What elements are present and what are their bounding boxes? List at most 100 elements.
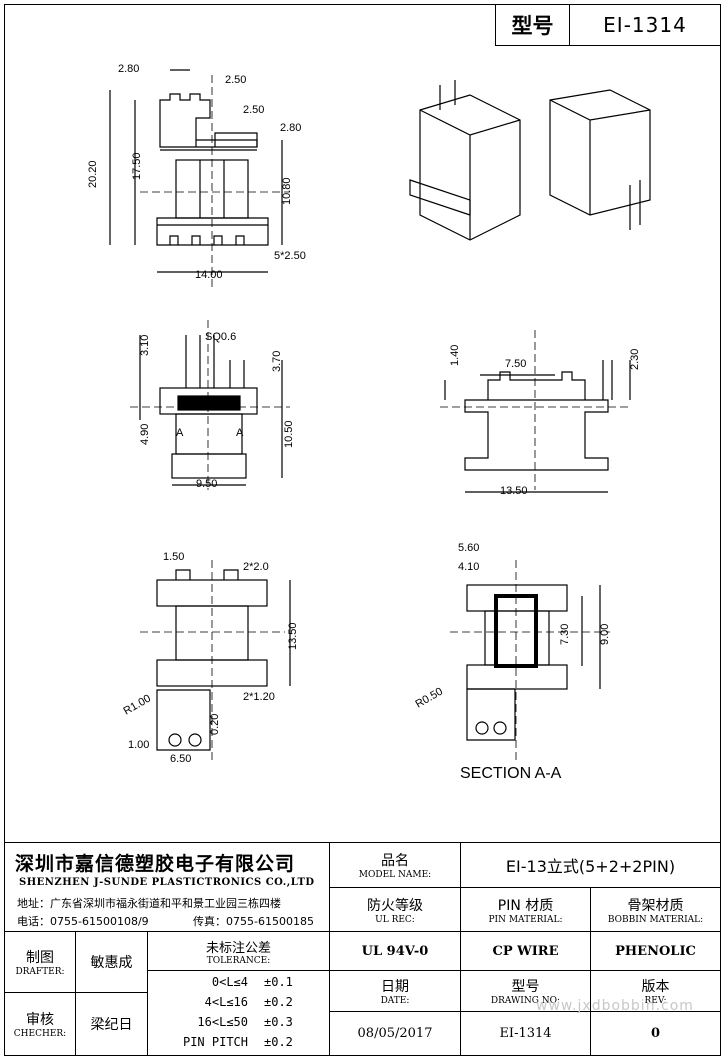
ul-value: UL 94V-0 [361, 943, 429, 959]
tolerance-label-cn: 未标注公差 [205, 940, 271, 956]
pin-label-en: PIN MATERIAL: [488, 914, 563, 925]
dim-bottom-1: 2*2.0 [243, 561, 269, 573]
date-label-en: DATE: [380, 996, 410, 1006]
dim-section-3: 9.00 [599, 624, 611, 645]
header-type-value-cell: EI-1314 [569, 4, 721, 46]
pin-label-cell: PIN 材质 PIN MATERIAL: [460, 887, 591, 932]
tolerance-range: 4<L≤16 [204, 995, 248, 1009]
ul-label-en: UL REC: [375, 914, 415, 925]
dim-section-0: 5.60 [458, 542, 479, 554]
company-cell: 深圳市嘉信德塑胶电子有限公司 SHENZHEN J-SUNDE PLASTICT… [4, 842, 330, 932]
checker-label-cn: 审核 [26, 1012, 54, 1028]
bottom-view [156, 569, 291, 751]
dim-bottom-2: 13.50 [287, 622, 299, 650]
model-value-cell: EI-13立式(5+2+2PIN) [460, 842, 721, 888]
dim-bottom-5: 0.20 [209, 714, 221, 735]
dim-front-1: 2.50 [225, 74, 246, 86]
drawing-value-cell: EI-1314 [460, 1011, 591, 1056]
bobbin-value-cell: PHENOLIC [590, 931, 721, 971]
dim-back-3: 13.50 [500, 485, 528, 497]
tolerance-range: 0<L≤4 [211, 975, 248, 989]
dim-front-7: 5*2.50 [274, 250, 306, 262]
dim-front-5: 17.50 [131, 152, 143, 180]
dim-back-1: 7.50 [505, 358, 526, 370]
checker-label-cell: 审核 CHECHER: [4, 992, 76, 1056]
tolerance-row: 0<L≤4 ±0.1 [148, 975, 329, 995]
rev-label-cn: 版本 [641, 979, 670, 995]
date-label-cell: 日期 DATE: [329, 970, 461, 1012]
tolerance-row: 16<L≤50 ±0.3 [148, 1015, 329, 1035]
company-name-cn: 深圳市嘉信德塑胶电子有限公司 [15, 853, 296, 875]
ul-label-cell: 防火等级 UL REC: [329, 887, 461, 932]
dim-bottom-3: R1.00 [122, 693, 153, 718]
dim-front-2: 2.50 [243, 104, 264, 116]
date-label-cn: 日期 [381, 979, 409, 995]
bobbin-label-cn: 骨架材质 [627, 897, 684, 914]
dim-back-0: 1.40 [449, 345, 461, 366]
ul-value-cell: UL 94V-0 [329, 931, 461, 971]
tolerance-range: 16<L≤50 [197, 1015, 248, 1029]
dim-side-5: 9.50 [196, 478, 217, 490]
pin-label-cn: PIN 材质 [497, 897, 554, 914]
dim-front-0: 2.80 [118, 63, 139, 75]
rev-label-en: REV: [644, 996, 667, 1006]
model-label-cn: 品名 [381, 853, 409, 869]
pin-value: CP WIRE [492, 943, 559, 959]
drawing-value: EI-1314 [499, 1026, 552, 1041]
pin-value-cell: CP WIRE [460, 931, 591, 971]
watermark: www.jxdbobbin.com [536, 998, 694, 1014]
date-value: 08/05/2017 [357, 1026, 433, 1041]
dim-front-3: 2.80 [280, 122, 301, 134]
bobbin-label-en: BOBBIN MATERIAL: [607, 914, 704, 925]
dim-front-6: 10.80 [281, 177, 293, 205]
dim-back-2: 2.30 [629, 349, 641, 370]
tolerance-value: ±0.3 [264, 1015, 293, 1029]
dim-section-2: 7.30 [559, 624, 571, 645]
dim-bottom-6: 1.00 [128, 739, 149, 751]
isometric-views [409, 80, 651, 241]
section-view [466, 584, 601, 741]
drafter-label-cell: 制图 DRAFTER: [4, 931, 76, 993]
dim-bottom-7: 6.50 [170, 753, 191, 765]
drawing-label-cn: 型号 [511, 979, 540, 995]
tolerance-row: 4<L≤16 ±0.2 [148, 995, 329, 1015]
model-value: EI-13立式(5+2+2PIN) [505, 857, 676, 876]
side-view [139, 335, 283, 486]
drafter-label-cn: 制图 [26, 950, 54, 966]
back-view [444, 360, 631, 493]
tolerance-row: PIN PITCH ±0.2 [148, 1035, 329, 1055]
checker-value: 梁纪日 [90, 1017, 133, 1033]
dim-side-7: A [236, 427, 244, 439]
drafter-value-cell: 敏惠成 [75, 931, 148, 993]
header-type-value: EI-1314 [603, 13, 687, 37]
dim-side-0: 3.10 [139, 335, 151, 356]
company-phone: 电话：0755-61500108/9 [17, 915, 149, 928]
tolerance-value: ±0.2 [264, 1035, 293, 1049]
dim-section-1: 4.10 [458, 561, 479, 573]
tolerance-value: ±0.2 [264, 995, 293, 1009]
company-address: 地址：广东省深圳市福永街道和平和景工业园三栋四楼 [17, 897, 281, 910]
company-name-en: SHENZHEN J-SUNDE PLASTICTRONICS CO.,LTD [19, 877, 315, 888]
checker-label-en: CHECHER: [13, 1029, 67, 1039]
section-label: SECTION A-A [460, 765, 562, 782]
checker-value-cell: 梁纪日 [75, 992, 148, 1056]
dim-side-1: SQ0.6 [205, 331, 236, 343]
ul-label-cn: 防火等级 [367, 897, 423, 914]
dim-side-2: 3.70 [271, 351, 283, 372]
dim-side-3: 4.90 [139, 424, 151, 445]
rev-value: 0 [650, 1026, 661, 1041]
dim-bottom-4: 2*1.20 [243, 691, 275, 703]
drafter-value: 敏惠成 [90, 955, 133, 971]
company-fax: 传真：0755-61500185 [193, 915, 314, 928]
date-value-cell: 08/05/2017 [329, 1011, 461, 1056]
model-label-cell: 品名 MODEL NAME: [329, 842, 461, 888]
bobbin-value: PHENOLIC [615, 943, 696, 959]
dim-side-6: A [176, 427, 184, 439]
bobbin-label-cell: 骨架材质 BOBBIN MATERIAL: [590, 887, 721, 932]
header-type-label-cell: 型号 [495, 4, 570, 46]
drafter-label-en: DRAFTER: [15, 967, 65, 977]
dimension-labels: 2.80 2.50 2.50 2.80 20.20 17.50 10.80 5*… [87, 63, 641, 782]
dim-section-4: R0.50 [414, 686, 445, 711]
dim-front-8: 14.00 [195, 269, 223, 281]
tolerance-header-cell: 未标注公差 TOLERANCE: [147, 931, 330, 971]
